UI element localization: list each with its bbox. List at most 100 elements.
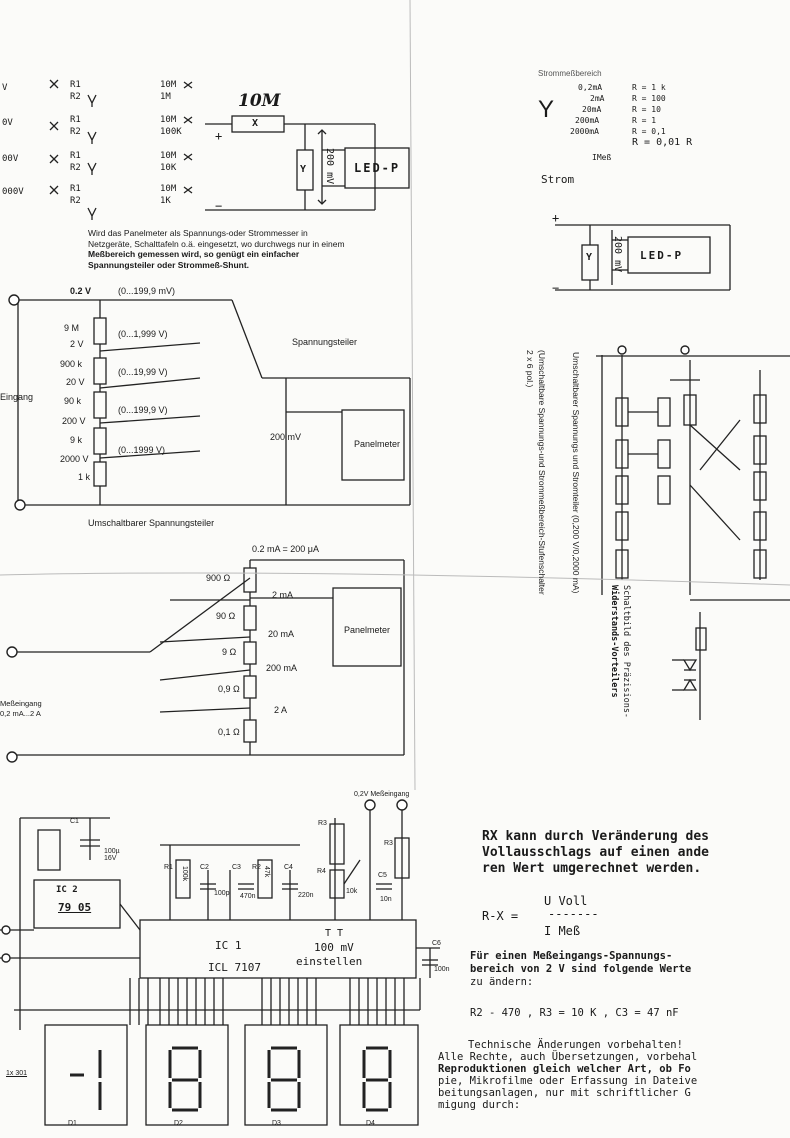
digit-label: D3 [272, 1120, 281, 1127]
divider-r: 9 M [64, 323, 80, 333]
icl-label: ICL 7107 [208, 961, 261, 974]
mv-label: 200 mV [270, 432, 302, 442]
ic2-label: IC 2 [56, 885, 78, 895]
x-label: X [252, 118, 259, 129]
r5-label: R3 [384, 840, 393, 847]
change-line: zu ändern: [470, 976, 534, 988]
divider-range: (0...19,99 V) [118, 367, 168, 377]
volt-label: 0V [2, 118, 13, 128]
c2-label: C2 [200, 864, 209, 871]
v1-label: 10M [160, 184, 177, 194]
y-label: Y [586, 252, 593, 263]
volt-label: 000V [2, 187, 24, 197]
r1-label: R1 [70, 115, 81, 125]
r-value: R = 1 [632, 116, 657, 125]
formula-left: R-X = [482, 909, 519, 923]
current-range: 2 A [274, 705, 288, 715]
panelmeter-label: Panelmeter [344, 625, 391, 635]
range: 2000mA [570, 127, 599, 136]
regulator-label: 79 05 [58, 901, 92, 914]
led-label: LED-P [354, 161, 401, 175]
switch-marks [49, 79, 193, 220]
divider-v: 20 V [66, 377, 85, 387]
k10-label: 10k [346, 888, 358, 895]
minus-sign: − [552, 281, 560, 295]
r-value: R = 0,1 [632, 127, 666, 136]
v1-label: 10M [160, 151, 177, 161]
r1-label: R1 [70, 80, 81, 90]
intro-line: Wird das Panelmeter als Spannungs-oder S… [88, 228, 308, 238]
strom-label: Strom [541, 173, 575, 186]
v2-label: 10K [160, 163, 177, 173]
voltage-divider-circuit [17, 299, 411, 506]
r2-label: R2 [252, 864, 261, 871]
r1-label: R1 [70, 151, 81, 161]
intro-line: Netzgeräte, Schalttafeln o.ä. eingesetzt… [88, 238, 345, 249]
divider-v: 2000 V [60, 454, 89, 464]
divider-caption: Umschaltbarer Spannungsteiler [88, 518, 215, 528]
led-label: LED-P [640, 249, 684, 262]
footer-line: beitungsanlagen, nur mit schriftlicher G [438, 1087, 691, 1099]
current-heading: Strommeßbereich [538, 69, 602, 78]
eingang-label: Eingang [0, 392, 34, 402]
top-circuit [205, 115, 410, 211]
top-range: (0...199,9 mV) [118, 286, 176, 296]
divider-r: 1 k [78, 472, 91, 482]
c6-label: C6 [432, 940, 441, 947]
eingang-range: 0,2 mA...2 A [0, 709, 41, 718]
r2-label: R2 [70, 127, 81, 137]
cap-label: 100µ 16V [104, 848, 120, 862]
digit-label: D1 [68, 1120, 77, 1127]
divider-v: 200 V [62, 416, 86, 426]
adjust-label2: einstellen [296, 955, 363, 968]
r2-label: R2 [70, 196, 81, 206]
change-line: Für einen Meßeingangs-Spannungs- [470, 950, 673, 962]
current-range: 200 mA [266, 663, 298, 673]
c100-label: 100p [214, 890, 230, 897]
change-values: R2 - 470 , R3 = 10 K , C3 = 47 nF [470, 1007, 679, 1019]
mv-label: 200 mV [612, 236, 623, 273]
r1-label: R1 [164, 864, 173, 871]
schaltbild-label2: Widerstands-Vorteilers [609, 585, 619, 698]
k100-label: 100k [181, 866, 188, 882]
current-r: 9 Ω [222, 647, 237, 657]
intro-paragraph: Wird das Panelmeter als Spannungs-oder S… [88, 228, 408, 270]
range: 0,2mA [578, 83, 603, 92]
range: 200mA [575, 116, 600, 125]
r-value: R = 10 [632, 105, 661, 114]
handwritten-value: 10M [238, 91, 281, 111]
n220-label: 220n [298, 892, 314, 899]
tt-label: T T [325, 928, 344, 939]
divider-range: (0...199,9 V) [118, 405, 168, 415]
top-voltage: 0.2 V [70, 286, 92, 296]
divider-r: 9 k [70, 435, 83, 445]
divider-range: (0...1,999 V) [118, 329, 168, 339]
volt-label: V [2, 83, 8, 93]
r-value: R = 100 [632, 94, 666, 103]
current-top: 0.2 mA = 200 μA [252, 544, 319, 554]
footer-line: migung durch: [438, 1099, 521, 1111]
current-divider-circuit [14, 559, 405, 756]
paper-fold [0, 0, 790, 791]
footer-line: Technische Änderungen vorbehalten! [468, 1039, 683, 1051]
n10-label: 10n [380, 896, 392, 903]
mv-label: 200 mV [324, 148, 335, 185]
current-range: 20 mA [268, 629, 295, 639]
plus-sign: + [552, 211, 560, 225]
r2-label: R2 [70, 163, 81, 173]
change-line: bereich von 2 V sind folgende Werte [470, 963, 692, 975]
intro-line: Meßbereich gemessen wird, so genügt ein … [88, 249, 300, 259]
v1-label: 10M [160, 80, 177, 90]
ic1-label: IC 1 [215, 939, 242, 952]
r4-label: R4 [317, 868, 326, 875]
range: 20mA [582, 105, 602, 114]
divider-v: 2 V [70, 339, 84, 349]
range: 2mA [590, 94, 605, 103]
vertical-sub2: 2 x 6 pol.) [525, 350, 535, 388]
switch-schematic [596, 355, 790, 720]
intro-line: Spannungsteiler oder Strommeß-Shunt. [88, 259, 250, 270]
terminals [1, 294, 690, 963]
current-r: 900 Ω [206, 573, 231, 583]
current-r: 0,1 Ω [218, 727, 240, 737]
